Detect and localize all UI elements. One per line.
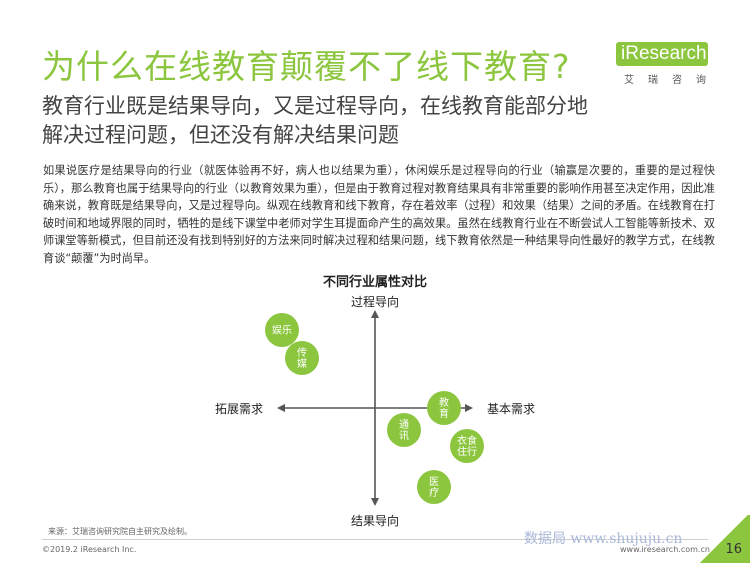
industry-bubble-label: 育 (439, 407, 449, 420)
axis-label-right: 基本需求 (487, 402, 535, 416)
website-text: www.iresearch.com.cn (620, 545, 710, 554)
axis-label-top: 过程导向 (351, 294, 399, 309)
page-subtitle: 教育行业既是结果导向，又是过程导向，在线教育能部分地 解决过程问题，但还没有解决… (42, 92, 722, 150)
industry-bubble-label: 传 (297, 347, 307, 359)
industry-bubble-label: 娱乐 (272, 324, 292, 337)
diagram-title: 不同行业属性对比 (322, 275, 427, 290)
axis-label-left: 拓展需求 (215, 402, 263, 416)
industry-bubble-label: 教 (439, 396, 449, 409)
axis-label-bottom: 结果导向 (351, 513, 399, 528)
page-number: 16 (725, 542, 742, 557)
industry-bubble (285, 341, 319, 375)
industry-bubble (427, 391, 461, 425)
footer-divider (42, 539, 708, 540)
logo-text: iResearch (621, 43, 707, 64)
industry-bubble-label: 疗 (429, 486, 439, 499)
industry-bubble (387, 413, 421, 447)
industry-bubble (265, 313, 299, 347)
industry-bubble-label: 讯 (399, 430, 409, 442)
watermark-text: 数据局 www.shujuju.cn (524, 531, 683, 547)
industry-bubble-label: 住行 (457, 445, 477, 458)
industry-bubble-label: 医 (429, 476, 439, 488)
industry-bubble-label: 衣食 (457, 434, 477, 447)
page-title: 为什么在线教育颠覆不了线下教育? (42, 47, 571, 86)
logo-subtext: 艾瑞咨询 (624, 75, 720, 86)
copyright-text: ©2019.2 iResearch Inc. (42, 545, 137, 554)
industry-bubble-label: 通 (399, 419, 409, 431)
iresearch-logo: iResearch 艾瑞咨询 (616, 42, 716, 88)
industry-bubble (450, 429, 484, 463)
industry-bubble-label: 媒 (297, 358, 307, 370)
logo-badge: iResearch (616, 42, 708, 66)
body-paragraph: 如果说医疗是结果导向的行业（就医体验再不好，病人也以结果为重），休闲娱乐是过程导… (43, 164, 715, 265)
corner-decoration (698, 515, 750, 563)
subtitle-line-2: 解决过程问题，但还没有解决结果问题 (42, 123, 399, 147)
industry-bubble (417, 470, 451, 504)
source-note: 来源：艾瑞咨询研究院自主研究及绘制。 (48, 527, 192, 536)
subtitle-line-1: 教育行业既是结果导向，又是过程导向，在线教育能部分地 (42, 94, 588, 118)
